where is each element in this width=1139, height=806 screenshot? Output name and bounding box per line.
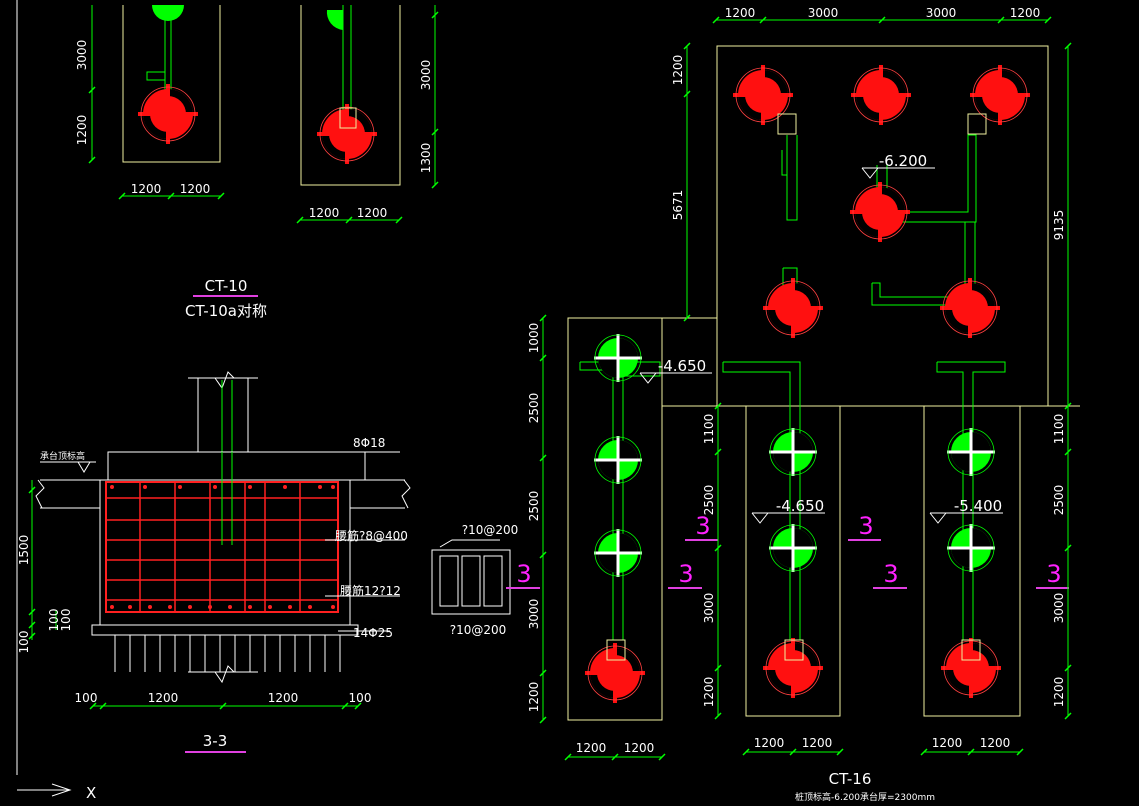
dim-text: 3000 xyxy=(75,40,89,71)
dim-text: 2500 xyxy=(1052,485,1066,516)
dim-text: 1200 xyxy=(932,736,963,750)
dim-text: 1200 xyxy=(624,741,655,755)
dim-text: 3000 xyxy=(527,599,541,630)
dim-text: 5671 xyxy=(671,190,685,221)
dim-text: 1200 xyxy=(268,691,299,705)
section-mark: 3 xyxy=(1046,560,1061,588)
drawing-subtitle-ct10a: CT-10a对称 xyxy=(185,302,267,320)
ct10-outline-a xyxy=(122,5,221,163)
dim-text: 1100 xyxy=(1052,414,1066,445)
dim-text: 1200 xyxy=(725,6,756,20)
section-title: 3-3 xyxy=(203,732,228,750)
dim-text: 1200 xyxy=(527,682,541,713)
rebar-label: 14Φ25 xyxy=(353,626,393,640)
dim-text: 100 xyxy=(349,691,372,705)
elevation-label: -5.400 xyxy=(954,497,1002,515)
dim-text: 3000 xyxy=(702,593,716,624)
dim-text: 1200 xyxy=(131,182,162,196)
stirrup-label: ?10@200 xyxy=(462,523,519,537)
dim-text: 1200 xyxy=(576,741,607,755)
dim-text: 1200 xyxy=(980,736,1011,750)
drawing-note: 桩顶标高-6.200承台厚=2300mm xyxy=(795,791,935,803)
dim-text: 3000 xyxy=(419,60,433,91)
dim-text: 1200 xyxy=(180,182,211,196)
dim-text: 1200 xyxy=(148,691,179,705)
rebar-label: 8Φ18 xyxy=(353,436,385,450)
section-mark: 3 xyxy=(678,560,693,588)
section-mark: 3 xyxy=(695,512,710,540)
dim-text: 1000 xyxy=(527,323,541,354)
drawing-title-ct10: CT-10 xyxy=(205,277,248,295)
dim-text: 100 xyxy=(59,609,73,632)
pile-red xyxy=(136,82,200,146)
dim-text: 1200 xyxy=(754,736,785,750)
pile-red xyxy=(315,102,379,166)
ucs-icon: X xyxy=(17,783,96,802)
section-mark: 3 xyxy=(858,512,873,540)
dim-text: 100 xyxy=(75,691,98,705)
dim-text: 1200 xyxy=(702,677,716,708)
dim-text: 1200 xyxy=(671,55,685,86)
dim-text: 9135 xyxy=(1052,210,1066,241)
elevation-label: -4.650 xyxy=(658,357,706,375)
dim-text: 2500 xyxy=(527,393,541,424)
dim-text: 1200 xyxy=(309,206,340,220)
section-mark: 3 xyxy=(883,560,898,588)
ct10-outline-b xyxy=(300,5,401,186)
dim-text: 2500 xyxy=(702,485,716,516)
elevation-label: -6.200 xyxy=(879,152,927,170)
dim-text: 1200 xyxy=(75,115,89,146)
dim-text: 100 xyxy=(47,609,61,632)
ucs-x-label: X xyxy=(86,784,96,802)
rebar-label: 腰筋?8@400 xyxy=(335,528,408,543)
elevation-label: -4.650 xyxy=(776,497,824,515)
dim-text: 3000 xyxy=(808,6,839,20)
dim-text: 1200 xyxy=(1010,6,1041,20)
dim-text: 100 xyxy=(17,631,31,654)
ct10-plan: 3000 1200 3000 1300 1200 1200 1200 1200 … xyxy=(75,5,439,320)
level-label: 承台顶标高 xyxy=(40,450,85,462)
dim-text: 2500 xyxy=(527,491,541,522)
dim-text: 1100 xyxy=(702,414,716,445)
stirrup-label: ?10@200 xyxy=(450,623,507,637)
dim-text: 1200 xyxy=(802,736,833,750)
rebar-label: 腰筋12?12 xyxy=(340,583,401,598)
dim-text: 1500 xyxy=(17,535,31,566)
dim-text: 3000 xyxy=(926,6,957,20)
ct16-plan: -6.200 -4.650 -4.650 -5.400 3 3 3 3 3 3 … xyxy=(506,6,1080,803)
section-3-3: 承台顶标高 8Φ18 腰筋?8@400 腰筋12?12 14Φ25 1500 1… xyxy=(17,371,411,753)
dim-text: 3000 xyxy=(1052,593,1066,624)
dim-text: 1200 xyxy=(1052,677,1066,708)
section-mark: 3 xyxy=(516,560,531,588)
dim-text: 1200 xyxy=(357,206,388,220)
stirrup-detail: ?10@200 ?10@200 xyxy=(431,523,519,637)
dim-text: 1300 xyxy=(419,143,433,174)
drawing-title-ct16: CT-16 xyxy=(829,770,872,788)
